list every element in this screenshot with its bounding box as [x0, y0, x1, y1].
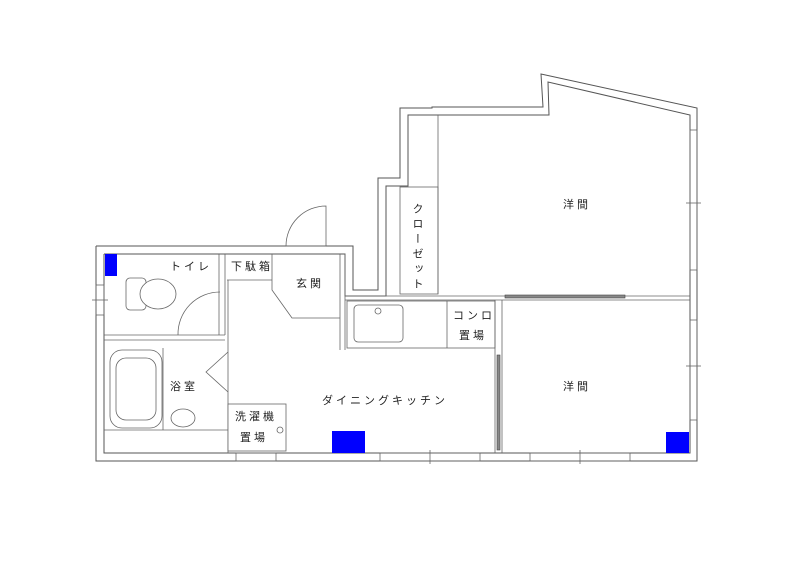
- label-shoe-box: 下駄箱: [231, 260, 273, 273]
- bathtub-inner: [115, 357, 157, 421]
- label-washer-1: 洗濯機: [235, 410, 277, 423]
- label-closet: クローゼット: [411, 203, 424, 293]
- marker-kitchen: [332, 431, 365, 453]
- label-toilet: トイレ: [170, 260, 212, 273]
- window-right-1: [689, 129, 698, 271]
- window-right-2: [689, 319, 698, 421]
- label-bathroom: 浴室: [170, 380, 198, 393]
- toilet-bowl: [139, 278, 177, 310]
- label-dining-kitchen: ダイニングキッチン: [322, 394, 448, 407]
- label-stove-area-2: 置場: [459, 329, 487, 342]
- label-stove-area-1: コンロ: [453, 309, 495, 322]
- sink: [353, 304, 404, 343]
- window-bottom-1: [235, 452, 277, 462]
- marker-toilet: [105, 254, 117, 276]
- marker-western-room: [666, 432, 689, 453]
- label-entrance: 玄関: [296, 277, 324, 290]
- bath-basin: [170, 408, 196, 428]
- label-washer-2: 置場: [240, 431, 268, 444]
- label-western-room-1: 洋間: [563, 198, 591, 211]
- sliding-door-upper: [504, 294, 626, 299]
- label-western-room-2: 洋間: [563, 380, 591, 393]
- sliding-door-side: [496, 354, 501, 451]
- washer-area: [227, 403, 287, 452]
